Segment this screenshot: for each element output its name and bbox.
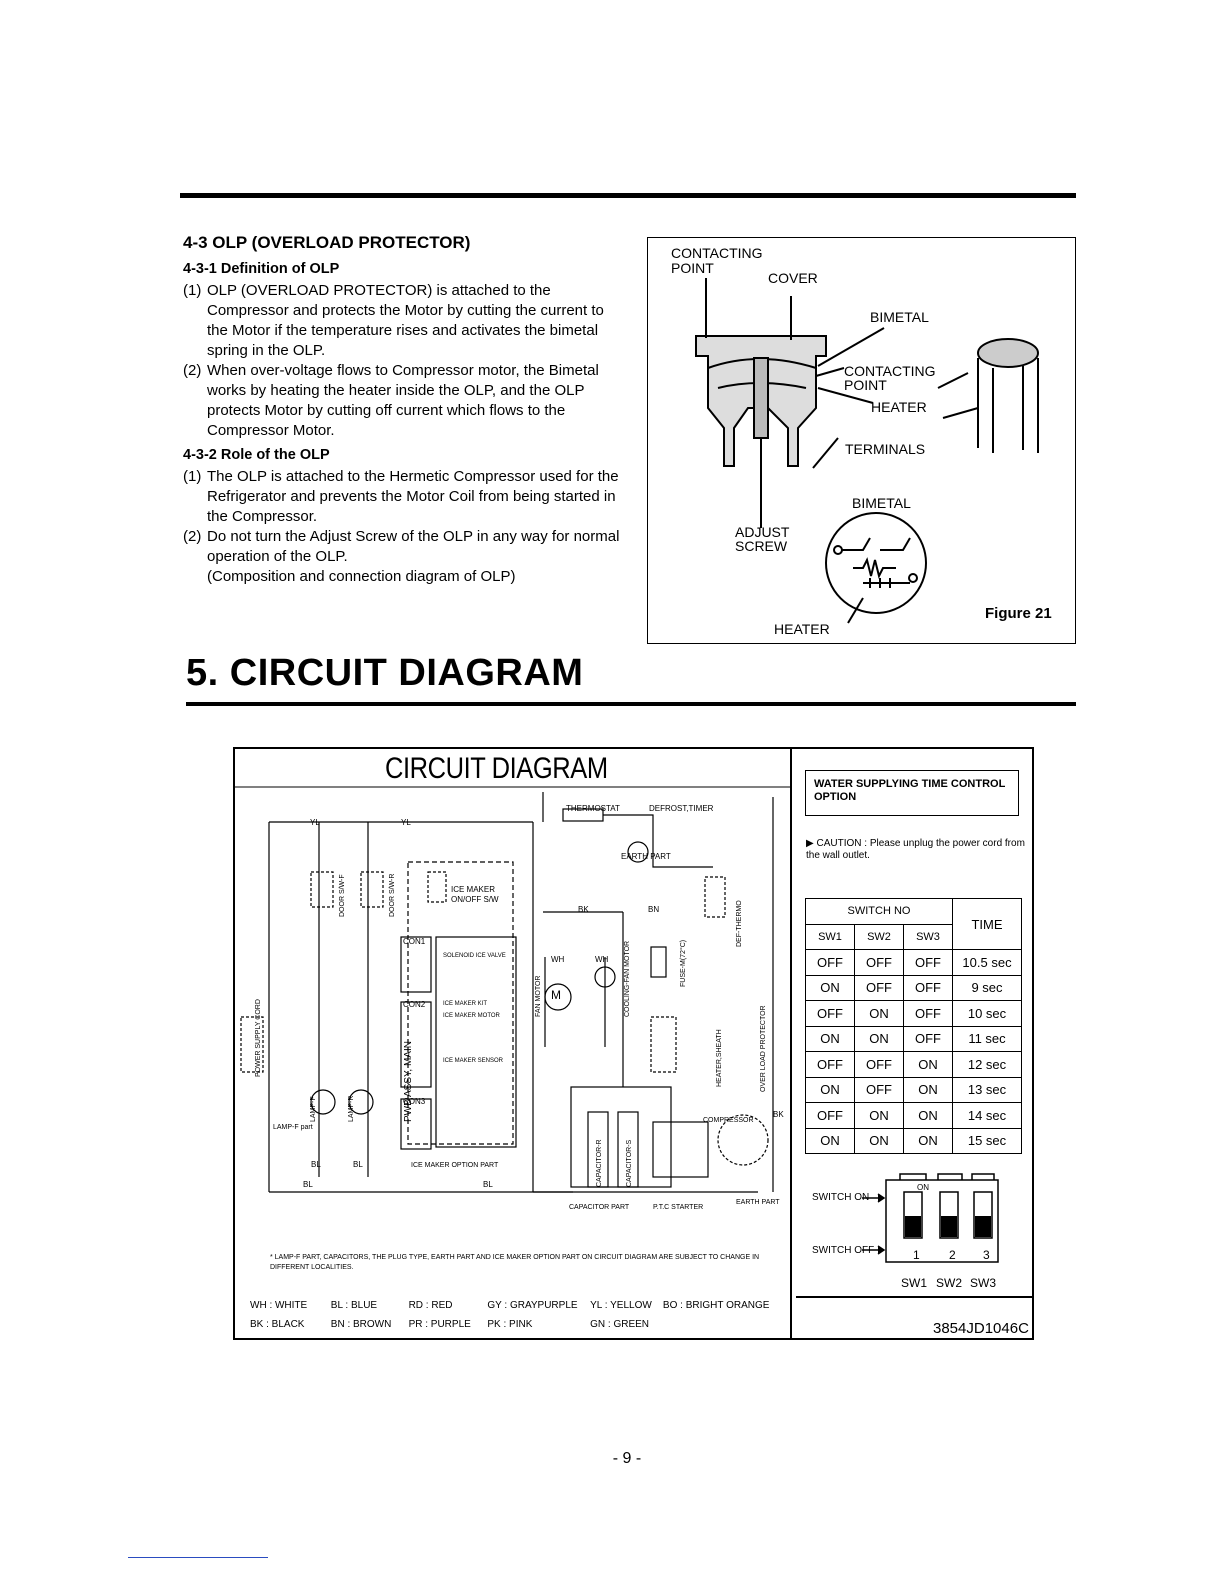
svg-text:BL: BL: [353, 1160, 363, 1169]
svg-text:WH: WH: [595, 955, 609, 964]
svg-text:ICE MAKER MOTOR: ICE MAKER MOTOR: [443, 1013, 501, 1019]
part-number: 3854JD1046C: [933, 1320, 1029, 1337]
svg-text:BL: BL: [483, 1180, 493, 1189]
svg-text:ON/OFF S/W: ON/OFF S/W: [451, 895, 499, 904]
svg-text:YL: YL: [401, 818, 411, 827]
label-bimetal-schematic: BIMETAL: [852, 495, 911, 511]
label-ice-maker-sw: ICE MAKER: [451, 885, 495, 894]
circuit-note: * LAMP-F PART, CAPACITORS, THE PLUG TYPE…: [270, 1254, 760, 1271]
water-control-title: WATER SUPPLYING TIME CONTROL OPTION: [805, 770, 1019, 816]
label-adjust: ADJUST: [735, 524, 790, 540]
switch-no-header: SWITCH NO: [805, 898, 953, 925]
label-terminals: TERMINALS: [845, 441, 926, 457]
svg-text:LAMP-R: LAMP-R: [348, 1096, 355, 1122]
svg-text:DOOR S/W-R: DOOR S/W-R: [389, 874, 396, 917]
svg-text:EARTH PART: EARTH PART: [736, 1199, 780, 1206]
label-contacting-point: CONTACTING: [671, 245, 763, 261]
label-heater-schematic: HEATER: [774, 621, 830, 637]
olp-figure: CONTACTING POINT COVER BIMETAL CONTACTIN…: [647, 237, 1076, 644]
label-defrost-timer: DEFROST,TIMER: [649, 804, 714, 813]
switch-off-label: SWITCH OFF: [812, 1245, 875, 1256]
label-cover: COVER: [768, 270, 818, 286]
caution-arrow-icon: ▶: [806, 838, 814, 849]
svg-text:BK: BK: [578, 905, 589, 914]
svg-text:POWER SUPPLY CORD: POWER SUPPLY CORD: [255, 999, 262, 1077]
role-item: (2) Do not turn the Adjust Screw of the …: [183, 528, 620, 585]
label-heater: HEATER: [871, 399, 927, 415]
color-legend-row-2: BK : BLACK BN : BROWN PR : PURPLE PK : P…: [250, 1319, 650, 1330]
section-title: 5. CIRCUIT DIAGRAM: [186, 652, 584, 694]
circuit-schematic: THERMOSTAT DEFROST,TIMER EARTH PART ICE …: [233, 747, 792, 1340]
definition-item: (2) When over-voltage flows to Compresso…: [183, 362, 599, 439]
svg-text:SOLENOID ICE VALVE: SOLENOID ICE VALVE: [443, 953, 506, 959]
caution-note: ▶ CAUTION : Please unplug the power cord…: [806, 838, 1025, 861]
svg-text:LAMP-F part: LAMP-F part: [273, 1124, 313, 1131]
role-item: (1) The OLP is attached to the Hermetic …: [183, 468, 619, 525]
label-bimetal: BIMETAL: [870, 309, 929, 325]
circuit-diagram-frame: [233, 747, 1034, 1340]
svg-text:HEATER,SHEATH: HEATER,SHEATH: [716, 1029, 723, 1087]
svg-text:ICE MAKER KIT: ICE MAKER KIT: [443, 1001, 487, 1007]
label-screw: SCREW: [735, 538, 788, 554]
svg-text:BN: BN: [648, 905, 659, 914]
label-ice-maker-option: ICE MAKER OPTION PART: [411, 1162, 499, 1169]
time-header: TIME: [952, 898, 1022, 950]
svg-text:DOOR S/W-F: DOOR S/W-F: [339, 874, 346, 917]
svg-text:YL: YL: [310, 818, 320, 827]
svg-text:M: M: [551, 988, 561, 1002]
dip-switch-icon: [862, 1173, 999, 1263]
svg-text:LAMP-F: LAMP-F: [310, 1096, 317, 1122]
divider: [796, 1296, 1034, 1298]
page-number: - 9 -: [612, 1450, 642, 1467]
svg-text:OVER LOAD PROTECTOR: OVER LOAD PROTECTOR: [760, 1005, 767, 1092]
label-pwb-assy: PWB ASSY, MAIN: [403, 1041, 414, 1122]
switch-on-label: SWITCH ON: [812, 1192, 870, 1203]
svg-text:COOLING-FAN MOTOR: COOLING-FAN MOTOR: [624, 941, 631, 1017]
svg-text:CAPACITOR-R: CAPACITOR-R: [596, 1139, 603, 1187]
svg-text:BL: BL: [311, 1160, 321, 1169]
svg-text:WH: WH: [551, 955, 565, 964]
top-rule: [180, 193, 1076, 198]
composition-note: (Composition and connection diagram of O…: [207, 568, 516, 585]
svg-text:FAN MOTOR: FAN MOTOR: [535, 976, 542, 1017]
color-legend-row-1: WH : WHITE BL : BLUE RD : RED GY : GRAYP…: [250, 1300, 770, 1311]
figure-caption: Figure 21: [985, 605, 1052, 622]
section-rule: [186, 702, 1076, 706]
svg-text:BK: BK: [773, 1110, 784, 1119]
svg-text:CON1: CON1: [403, 937, 426, 946]
label-ptc-starter: P.T.C STARTER: [653, 1204, 703, 1211]
olp-heading: 4-3 OLP (OVERLOAD PROTECTOR): [183, 233, 471, 252]
footnote-rule: [128, 1557, 268, 1558]
svg-text:BL: BL: [303, 1180, 313, 1189]
svg-text:ICE MAKER SENSOR: ICE MAKER SENSOR: [443, 1058, 504, 1064]
label-contacting: CONTACTING: [844, 363, 936, 379]
olp-definition-heading: 4-3-1 Definition of OLP: [183, 261, 340, 277]
olp-drawing: [695, 278, 1039, 624]
on-mark: ON: [917, 1183, 929, 1192]
label-point: POINT: [844, 377, 887, 393]
label-capacitor-part: CAPACITOR PART: [569, 1204, 630, 1211]
label-compressor: COMPRESSOR: [703, 1117, 754, 1124]
definition-item: (1) OLP (OVERLOAD PROTECTOR) is attached…: [183, 282, 604, 359]
label-contacting-point-2: POINT: [671, 260, 714, 276]
svg-text:FUSE-M(72°C): FUSE-M(72°C): [679, 940, 687, 987]
olp-role-heading: 4-3-2 Role of the OLP: [183, 447, 330, 463]
svg-text:CON3: CON3: [403, 1097, 426, 1106]
olp-section: 4-3 OLP (OVERLOAD PROTECTOR) 4-3-1 Defin…: [183, 233, 623, 587]
label-earth-part: EARTH PART: [621, 852, 671, 861]
label-thermostat: THERMOSTAT: [566, 804, 620, 813]
svg-text:DEF-THERMO: DEF-THERMO: [736, 900, 743, 947]
svg-text:CON2: CON2: [403, 1000, 426, 1009]
svg-text:CAPACITOR-S: CAPACITOR-S: [626, 1139, 633, 1187]
circuit-diagram-title: CIRCUIT DIAGRAM: [385, 752, 608, 785]
